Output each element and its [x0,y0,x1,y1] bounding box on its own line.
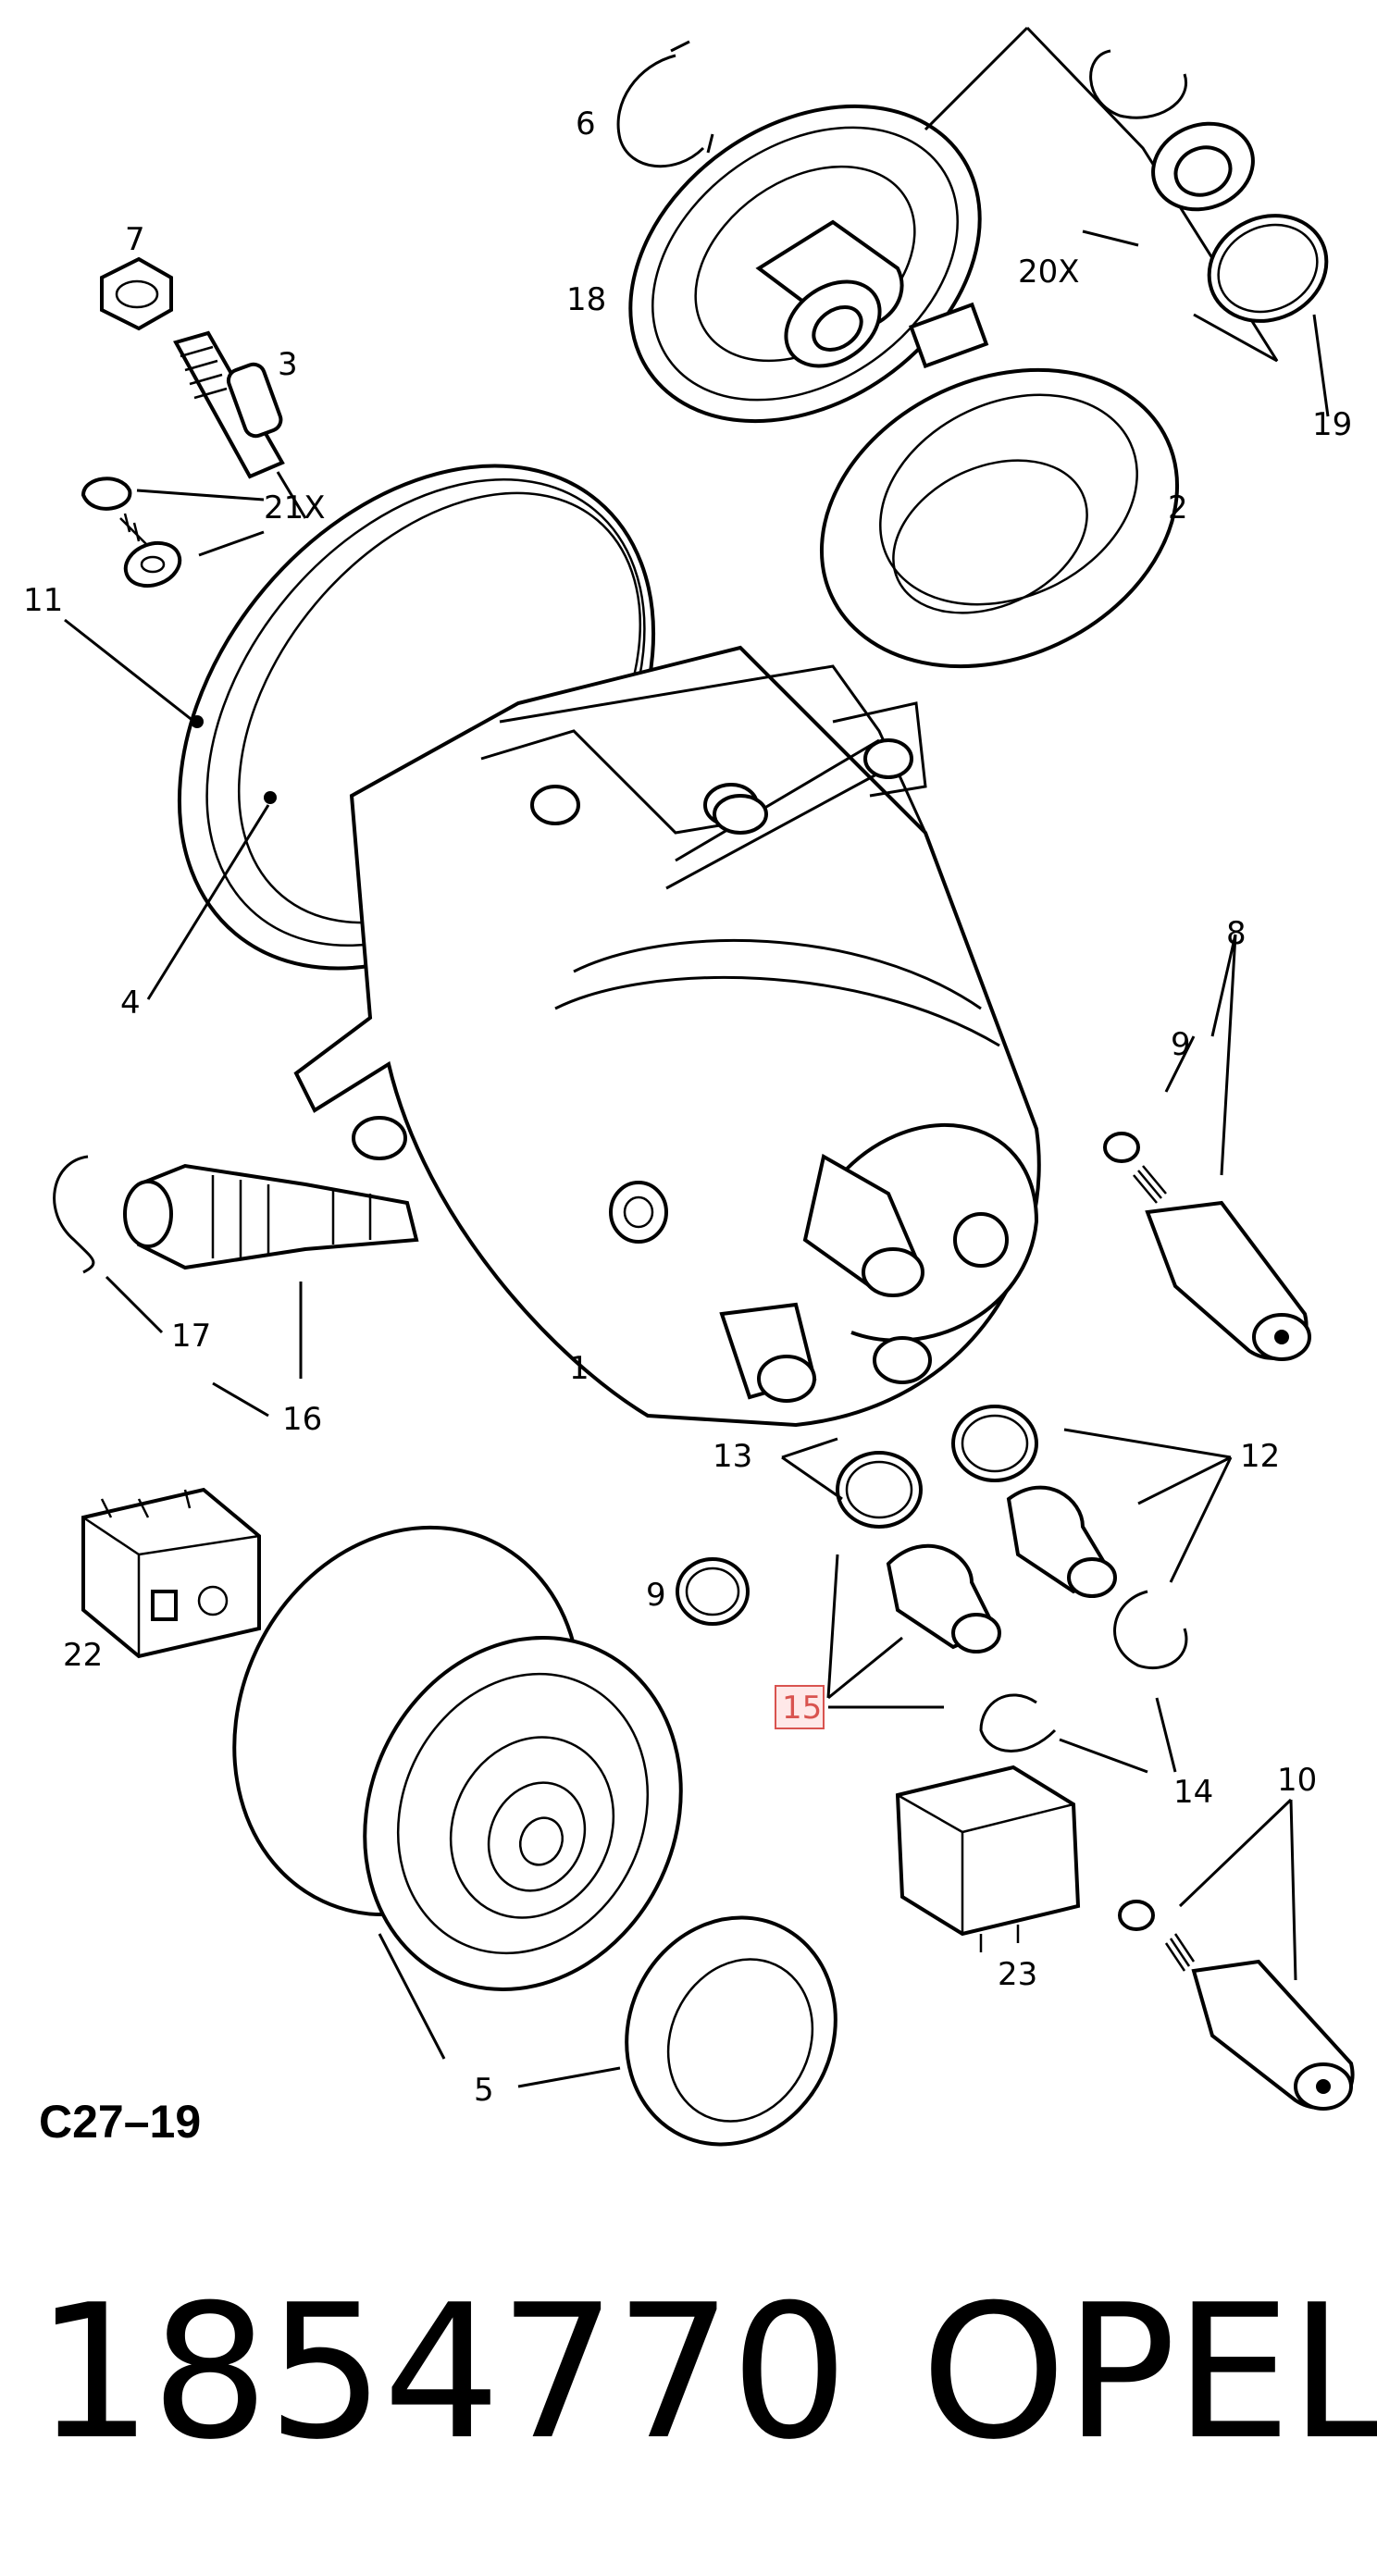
label-2: 2 [1168,489,1188,526]
label-10: 10 [1277,1762,1317,1799]
label-5: 5 [474,2072,494,2109]
parts-7-3-21x-hardware [81,256,307,588]
part-22-relay [81,1487,261,1659]
label-9-lower: 9 [646,1577,666,1614]
label-11: 11 [23,582,63,619]
label-19: 19 [1312,406,1352,443]
label-17: 17 [171,1318,211,1355]
label-4: 4 [120,985,141,1022]
part-23-relay [895,1765,1081,1952]
label-15-highlight [775,1685,825,1729]
part-1-compressor-body [293,645,1041,1428]
label-3: 3 [278,346,298,383]
brand-name: OPEL [921,2265,1377,2481]
label-21x: 21X [264,489,326,526]
diagram-code: C27–19 [39,2096,201,2148]
label-16: 16 [282,1401,322,1438]
part-8-9-switch-right [1103,934,1311,1361]
label-14: 14 [1173,1774,1213,1811]
label-20x: 20X [1018,254,1080,291]
label-7: 7 [125,221,145,258]
part-10-switch-lower [1118,1798,1355,2111]
label-12: 12 [1240,1438,1280,1475]
label-18: 18 [566,281,606,318]
parts-12-13-14-15-cluster [781,1405,1233,1774]
label-8: 8 [1226,915,1247,952]
label-15: 15 [782,1690,822,1727]
label-9-upper: 9 [1171,1026,1191,1063]
part-2-field-coil [819,302,1180,669]
label-23: 23 [998,1956,1037,1993]
part-20x-seal-kit [924,26,1330,417]
part-16-17-valve [53,1155,419,1418]
label-22: 22 [63,1637,103,1674]
part-5-pulley [232,1525,837,2147]
part-number: 1854770 [35,2265,849,2481]
part-6-circlip [616,40,714,168]
part-18-clutch-plate [628,104,982,424]
label-1: 1 [569,1350,589,1387]
label-13: 13 [713,1438,752,1475]
label-6: 6 [576,105,596,142]
part-9-washer-lower [676,1557,750,1626]
